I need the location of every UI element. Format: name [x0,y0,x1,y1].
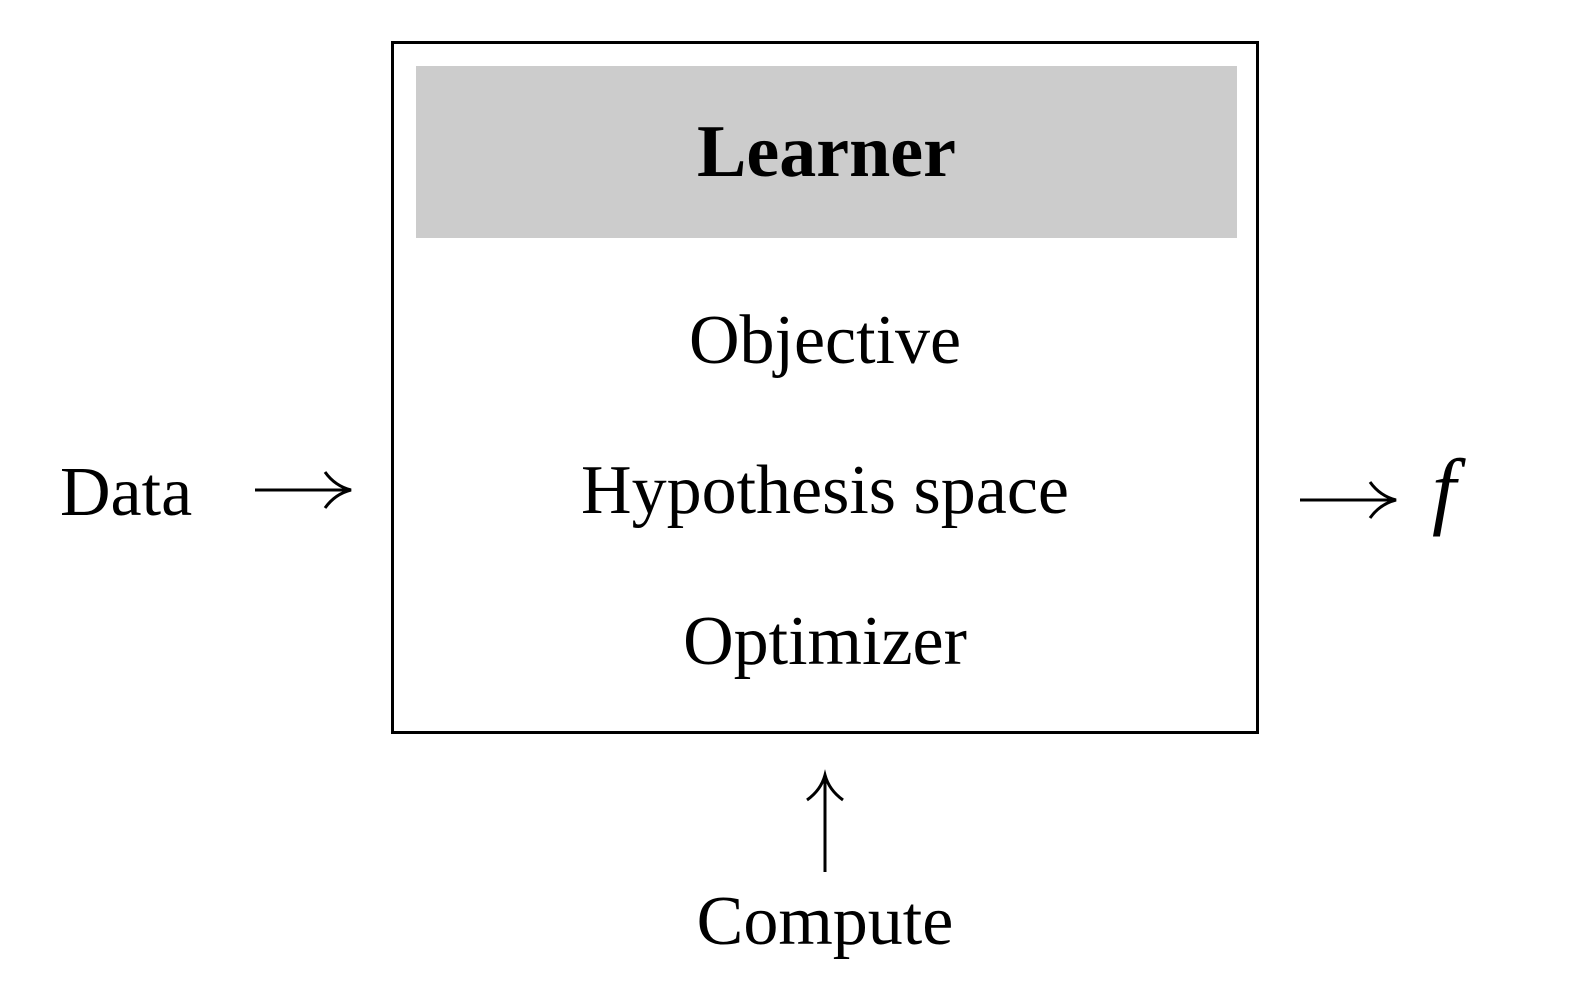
learner-box: Learner Objective Hypothesis space Optim… [391,41,1259,734]
output-arrow-icon [1300,481,1397,519]
input-data-label: Data [60,454,193,531]
component-hypothesis-space: Hypothesis space [581,452,1069,529]
compute-label: Compute [696,883,954,960]
learner-header: Learner [416,66,1237,238]
learner-title: Learner [697,111,956,193]
component-optimizer: Optimizer [683,603,967,680]
component-objective: Objective [688,302,962,379]
output-f-label: f [1432,441,1456,537]
compute-arrow-icon [806,769,844,872]
input-arrow-icon [255,471,352,509]
